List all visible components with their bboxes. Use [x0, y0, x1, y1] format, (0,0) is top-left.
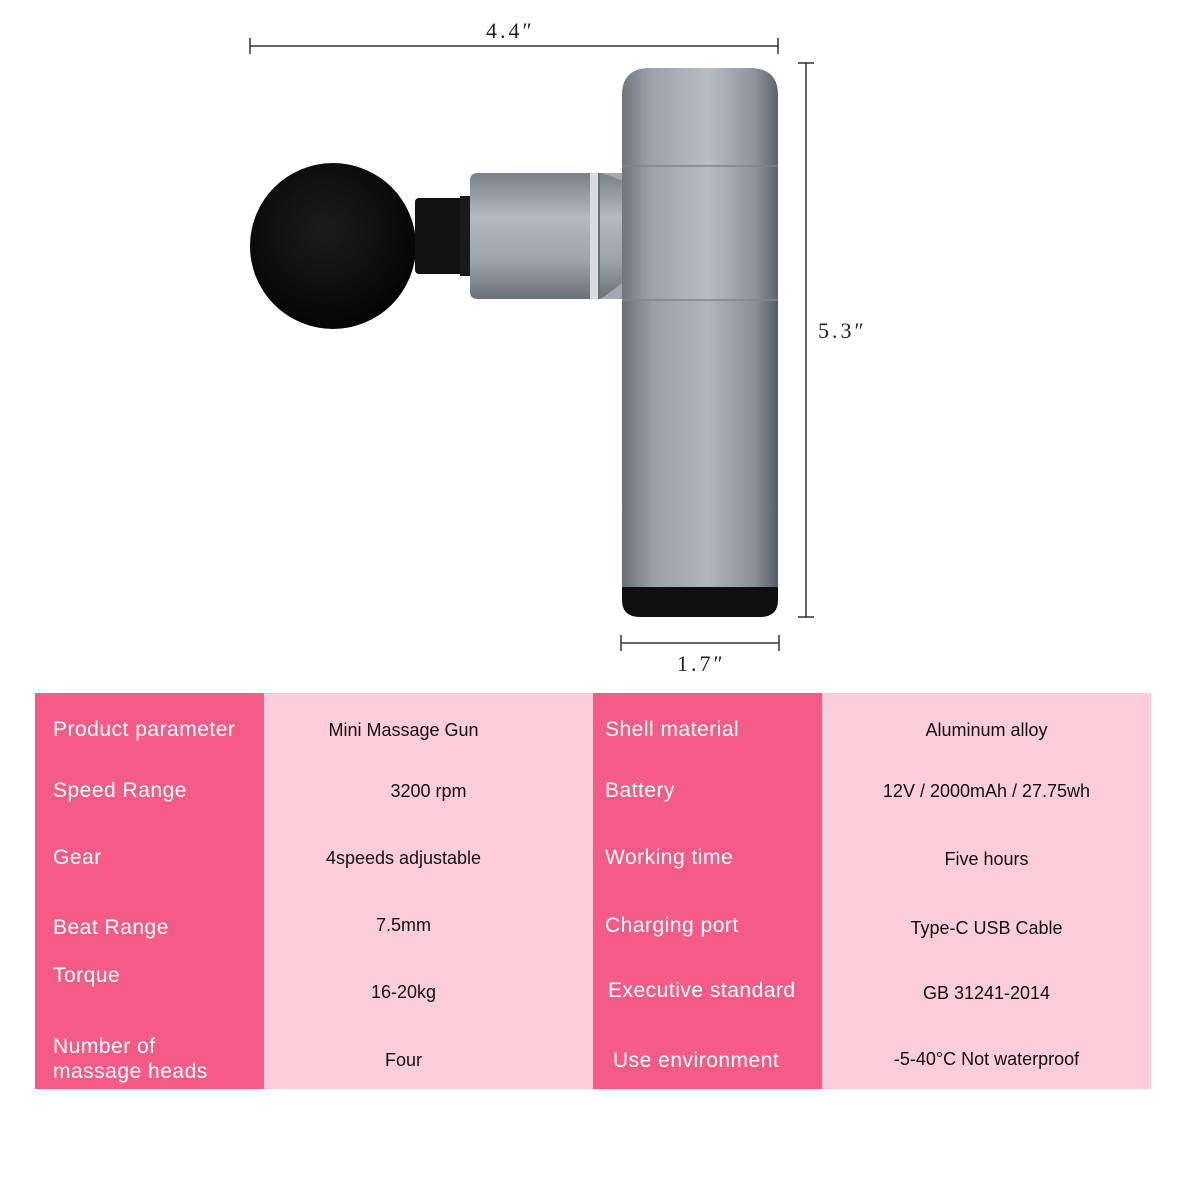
spec-value: GB 31241-2014	[922, 983, 1051, 1003]
spec-labels-right: Shell material Battery Working time Char…	[593, 693, 822, 1089]
gun-body-upper	[622, 68, 778, 300]
spec-value: -5-40°C Not waterproof	[893, 1049, 1080, 1069]
spec-label: Beat Range	[53, 916, 169, 939]
massage-gun-figure	[249, 38, 814, 651]
width-label: 4.4″	[486, 18, 535, 43]
spec-value: Five hours	[944, 849, 1029, 869]
spec-value: 7.5mm	[375, 915, 431, 935]
spec-value: 16-20kg	[370, 982, 437, 1002]
gun-base	[622, 587, 778, 617]
spec-value: Aluminum alloy	[925, 720, 1048, 740]
spec-value: Type-C USB Cable	[910, 918, 1063, 938]
spec-labels-left: Product parameter Speed Range Gear Beat …	[35, 693, 264, 1089]
diameter-dimension-line	[620, 635, 780, 651]
spec-label: Battery	[605, 779, 676, 802]
spec-label: Executive standard	[608, 979, 796, 1002]
spec-value: 12V / 2000mAh / 27.75wh	[882, 781, 1091, 801]
spec-value: 3200 rpm	[390, 781, 467, 801]
neck-ring	[590, 173, 598, 299]
gun-neck	[470, 173, 628, 299]
width-dimension-line	[249, 38, 779, 54]
height-label: 5.3″	[818, 318, 867, 343]
massage-head-ball	[250, 163, 416, 329]
spec-value: 4speeds adjustable	[325, 848, 482, 868]
spec-label: Gear	[53, 846, 102, 869]
spec-value: Four	[384, 1050, 422, 1070]
diameter-label: 1.7″	[677, 651, 726, 676]
spec-label: Working time	[605, 846, 734, 869]
spec-label: Use environment	[613, 1049, 780, 1072]
head-connector	[415, 198, 473, 274]
gun-body-lower	[622, 300, 778, 587]
spec-table: Product parameter Speed Range Gear Beat …	[35, 693, 1151, 1089]
spec-label: Shell material	[605, 718, 740, 741]
spec-values-right: Aluminum alloy 12V / 2000mAh / 27.75wh F…	[822, 693, 1151, 1089]
spec-label: Speed Range	[53, 779, 187, 802]
spec-label: Product parameter	[53, 718, 236, 741]
spec-values-left: Mini Massage Gun 3200 rpm 4speeds adjust…	[264, 693, 593, 1089]
spec-label: Number of massage heads	[53, 1035, 208, 1083]
height-dimension-line	[798, 62, 814, 618]
spec-value: Mini Massage Gun	[328, 720, 479, 740]
spec-label: Torque	[53, 964, 121, 987]
spec-label: Charging port	[605, 914, 739, 937]
